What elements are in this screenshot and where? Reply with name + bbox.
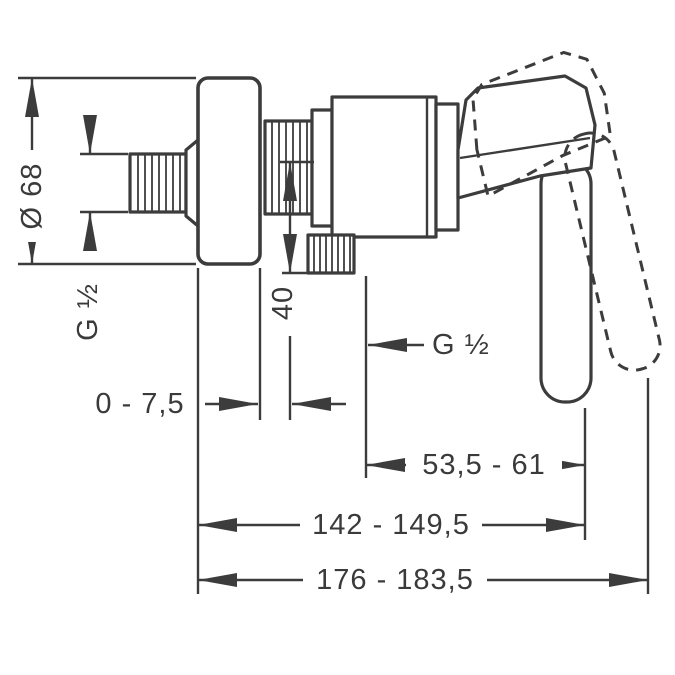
hose-outlet bbox=[306, 233, 356, 275]
body-collar bbox=[310, 108, 334, 228]
thread-hatching bbox=[137, 154, 181, 212]
fixture-drawing bbox=[128, 50, 662, 404]
dimension-depth-total: 176 - 183,5 bbox=[198, 378, 650, 597]
dimension-depth-body: 142 - 149,5 bbox=[196, 268, 585, 594]
callout-outlet-thread: G ½ bbox=[364, 276, 490, 478]
label-depth-outlet: 53,5 - 61 bbox=[422, 449, 545, 481]
dimension-adjust-range: 0 - 7,5 bbox=[95, 268, 346, 420]
dimensions: Ø 68 G ½ 40 0 - 7,5 G bbox=[12, 76, 650, 597]
handle-lever bbox=[539, 158, 593, 404]
label-adjust-range: 0 - 7,5 bbox=[95, 388, 184, 420]
dimension-inlet-thread: G ½ bbox=[72, 115, 128, 341]
valve-body bbox=[310, 95, 460, 239]
knurl-hatching bbox=[313, 235, 351, 273]
union-nut bbox=[263, 119, 314, 216]
handle-seam bbox=[459, 136, 591, 160]
handle-grip bbox=[456, 74, 597, 200]
body-cylinder bbox=[330, 95, 438, 239]
body-cap bbox=[434, 102, 460, 232]
escutcheon-plate bbox=[196, 76, 262, 266]
label-depth-total: 176 - 183,5 bbox=[316, 564, 474, 596]
label-outlet-offset: 40 bbox=[267, 286, 299, 320]
dimension-depth-outlet: 53,5 - 61 bbox=[366, 408, 587, 540]
label-inlet-thread: G ½ bbox=[72, 283, 104, 341]
dimension-outlet-offset: 40 bbox=[267, 160, 314, 420]
label-outlet-thread: G ½ bbox=[432, 329, 490, 361]
label-depth-body: 142 - 149,5 bbox=[312, 509, 470, 541]
label-plate-diameter: Ø 68 bbox=[16, 163, 48, 230]
handle-dashed-position bbox=[471, 50, 662, 372]
inlet-nipple bbox=[128, 138, 200, 228]
dimension-plate-diameter: Ø 68 bbox=[12, 76, 196, 266]
